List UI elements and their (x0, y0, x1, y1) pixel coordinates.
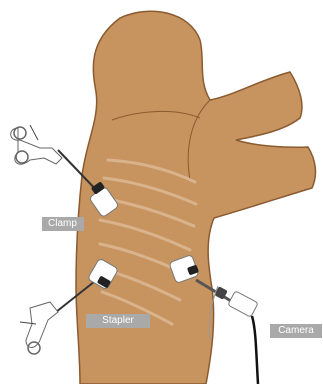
clamp-handle-icon (11, 128, 62, 164)
clamp-label: Clamp (42, 217, 84, 231)
stapler-label: Stapler (86, 314, 150, 328)
camera-head-icon (228, 291, 258, 317)
clamp-wire (30, 125, 38, 140)
stapler-handle-icon (26, 302, 58, 348)
camera-label: Camera (270, 324, 322, 338)
camera-cable (252, 316, 258, 384)
